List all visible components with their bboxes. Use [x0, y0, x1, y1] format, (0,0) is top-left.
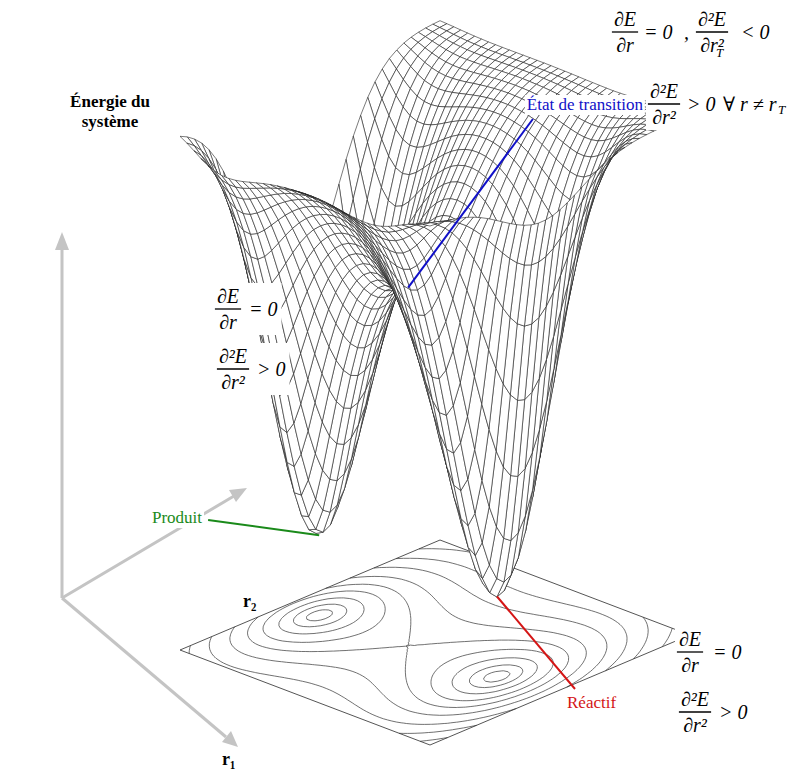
formula-numerator: ∂²E [680, 688, 710, 710]
surface-cell [604, 151, 618, 171]
fraction-bar [612, 31, 638, 32]
surface-cell [423, 223, 437, 226]
axis-arrowhead [55, 232, 69, 250]
state-label: Réactif [565, 693, 618, 713]
contour-lines [189, 549, 672, 742]
formula-text: < 0 [740, 21, 771, 43]
formula-subscript: T [778, 103, 785, 117]
fraction-bar [648, 103, 680, 104]
formula-denominator: ∂r² [220, 371, 246, 393]
axis-title: Énergie du système [55, 92, 165, 132]
formula-text: = 0 [712, 641, 743, 663]
formula-text: , [683, 21, 690, 43]
surface-cell [604, 153, 618, 168]
contour-path [189, 549, 672, 742]
leader-line [408, 119, 533, 288]
r1-axis [62, 598, 226, 737]
formula-denominator: ∂r [218, 311, 238, 333]
formula-ground [646, 78, 788, 130]
formula-denominator: ∂r [615, 34, 635, 56]
formula-denominator: ∂r² [651, 106, 677, 128]
formula-text: = 0 [248, 298, 279, 320]
formula-text: = 0 [643, 21, 674, 43]
leader-line [497, 597, 575, 690]
fraction-bar [677, 651, 703, 652]
contour-plane [180, 540, 690, 745]
fraction-bar [679, 711, 711, 712]
axis-label: r₁ [222, 748, 235, 770]
formula-ground [610, 6, 774, 62]
formula-text: > 0 [686, 93, 717, 115]
formula-text: ∀ r ≠ r [722, 93, 778, 115]
surface-cell [633, 134, 647, 139]
formula-numerator: ∂²E [697, 8, 727, 30]
state-label: Produit [150, 508, 204, 528]
surface-cell [597, 159, 611, 189]
surface-cell [596, 158, 610, 178]
formula-denominator: ∂r [680, 654, 700, 676]
formula-numerator: ∂E [678, 628, 702, 650]
formula-ground [215, 343, 290, 395]
leader-line [208, 520, 319, 535]
formula-numerator: ∂²E [218, 345, 248, 367]
formula-text: > 0 [718, 701, 749, 723]
fraction-bar [696, 31, 728, 32]
formula-text: > 0 [256, 358, 287, 380]
leaders-and-bars [208, 6, 788, 738]
formula-ground [675, 626, 746, 678]
fraction-bar [215, 308, 241, 309]
axis-arrowhead [229, 488, 247, 502]
surface-cell [625, 138, 639, 144]
formula-numerator: ∂E [613, 8, 637, 30]
state-label: État de transition [525, 95, 645, 115]
energy-axis [61, 246, 64, 598]
surface-cell [180, 136, 194, 145]
formula-denominator: ∂r² [682, 714, 708, 736]
formula-subscript: T [716, 46, 723, 60]
formula-numerator: ∂E [216, 285, 240, 307]
axes [55, 232, 247, 747]
formula-ground [213, 283, 282, 335]
formula-ground [677, 686, 752, 738]
fraction-bar [217, 368, 249, 369]
axis-label: r₂ [243, 590, 256, 612]
axis-arrowhead [222, 731, 238, 747]
r2-axis [62, 496, 234, 598]
surface-cell [187, 143, 201, 155]
wireframe-surface [180, 21, 690, 597]
formula-numerator: ∂²E [649, 80, 679, 102]
